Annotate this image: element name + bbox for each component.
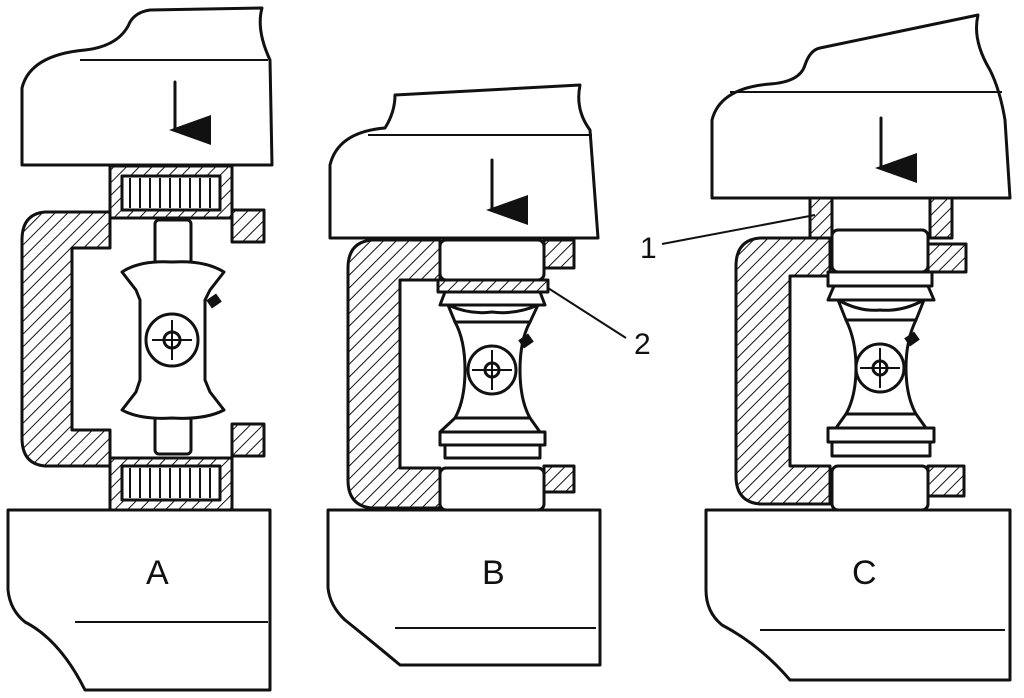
panel-c-yoke — [734, 236, 832, 506]
panel-b-spider-top — [438, 290, 547, 324]
panel-a-upper-press — [20, 6, 274, 167]
panel-c-label: C — [852, 554, 877, 592]
panel-b-yoke — [346, 238, 442, 510]
panel-a-label: A — [146, 554, 169, 592]
panel-c: C — [704, 13, 1012, 682]
panel-a-yoke — [20, 210, 112, 468]
panel-b-upper-press — [328, 83, 600, 240]
panel-c-spider-top — [826, 270, 936, 322]
panel-b-snap-ring — [436, 278, 550, 294]
panel-c-top-cup — [830, 228, 930, 274]
callout-1-text: 1 — [640, 232, 657, 265]
panel-c-top-ring — [926, 242, 968, 274]
panel-a-grease-fitting — [206, 293, 222, 309]
panel-b: B — [326, 83, 602, 667]
panel-b-grease-fitting — [518, 333, 534, 349]
panel-b-bottom-cup — [438, 466, 546, 512]
panel-c-bottom-ring — [926, 464, 966, 498]
panel-c-grease-fitting — [904, 331, 920, 347]
callout-1-leader — [661, 214, 816, 245]
panel-b-spider-bottom — [438, 416, 547, 460]
panel-c-lower-press — [704, 508, 1012, 682]
callout-2-text: 2 — [634, 328, 651, 361]
panel-b-bottom-ring — [542, 464, 576, 494]
callouts: 1 2 — [547, 214, 816, 361]
panel-a-top-ring — [230, 208, 266, 244]
panel-b-top-ring — [542, 238, 576, 270]
panel-c-sleeve-left — [808, 196, 834, 240]
callout-2-leader — [547, 287, 627, 339]
panel-c-sleeve-right — [928, 196, 954, 240]
panel-a: A — [6, 6, 274, 692]
panel-a-trunnion-top — [153, 218, 193, 266]
panel-b-lower-press — [326, 508, 602, 667]
panel-c-upper-press — [710, 13, 1012, 200]
panel-a-bottom-ring — [230, 422, 266, 458]
panel-c-bottom-cup — [830, 464, 930, 512]
panel-a-lower-press — [6, 508, 272, 692]
panel-c-spider-bottom — [826, 412, 936, 458]
panel-b-top-cup — [438, 238, 546, 282]
panel-b-label: B — [482, 554, 505, 592]
